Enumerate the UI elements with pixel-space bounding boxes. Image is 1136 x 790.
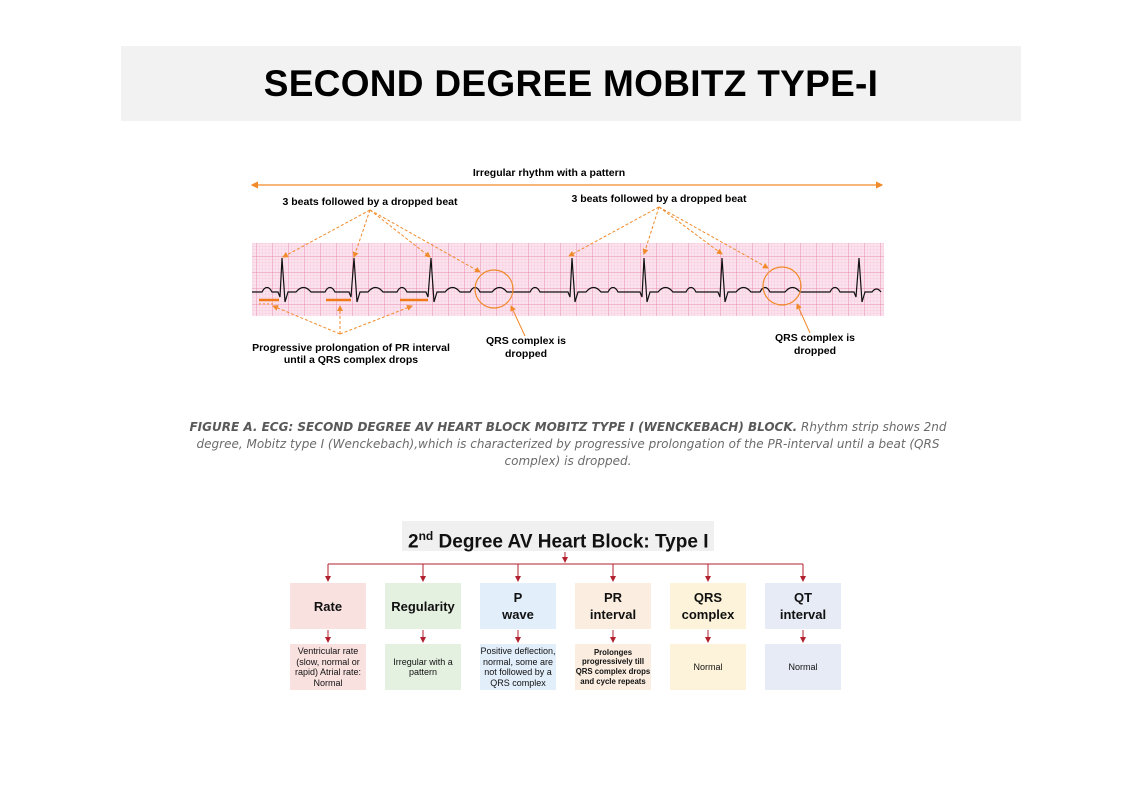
svg-text:until a QRS complex drops: until a QRS complex drops (284, 354, 418, 366)
figure-caption: FIGURE A. ECG: SECOND DEGREE AV HEART BL… (170, 419, 966, 470)
dropped-beat-circle-1 (474, 269, 514, 309)
dropped-label-1a: QRS complex is (486, 335, 566, 347)
title-rest: Degree AV Heart Block: Type I (433, 531, 709, 553)
title-banner: SECOND DEGREE MOBITZ TYPE-I (121, 46, 1021, 121)
page-title: SECOND DEGREE MOBITZ TYPE-I (263, 62, 879, 104)
column-desc-3: Prolonges progressively till QRS complex… (575, 644, 651, 690)
column-desc-4: Normal (670, 644, 746, 690)
dropped-label-2b: dropped (794, 345, 836, 357)
group-2-pointers (568, 206, 769, 269)
pr-label-line1: Progressive prolongation of PR interval (252, 342, 450, 354)
group-1-pointers (282, 209, 481, 273)
dropped-label-1b: dropped (505, 348, 547, 360)
svg-text:Progressive prolongation of PR: Progressive prolongation of PR interval (252, 342, 450, 354)
caption-bold: FIGURE A. ECG: SECOND DEGREE AV HEART BL… (189, 420, 798, 434)
group-label-2: 3 beats followed by a dropped beat (571, 193, 747, 205)
column-header-1: Regularity (385, 583, 461, 629)
column-desc-1: Irregular with a pattern (385, 644, 461, 690)
column-desc-2: Positive deflection, normal, some are no… (480, 644, 556, 690)
pr-pointers (272, 305, 413, 335)
column-desc-5: Normal (765, 644, 841, 690)
column-header-0: Rate (290, 583, 366, 629)
title-sup: nd (418, 529, 434, 543)
title-prefix: 2 (408, 531, 419, 553)
ecg-top-label: Irregular rhythm with a pattern (473, 167, 625, 179)
ecg-trace (252, 257, 882, 303)
caption-text: Rhythm strip shows 2nd degree, Mobitz ty… (196, 420, 947, 468)
group-label-1: 3 beats followed by a dropped beat (282, 196, 458, 208)
ecg-rhythm-strip-figure: Irregular rhythm with a pattern 3 beats … (250, 167, 884, 366)
tree-connectors (325, 552, 806, 643)
column-desc-0: Ventricular rate (slow, normal or rapid)… (290, 644, 366, 690)
block-diagram-title: 2nd Degree AV Heart Block: Type I (402, 521, 715, 553)
dropped-label-2a: QRS complex is (775, 332, 855, 344)
pr-label-line2: until a QRS complex drops (284, 354, 418, 366)
dropped-beat-circle-2 (762, 266, 802, 306)
